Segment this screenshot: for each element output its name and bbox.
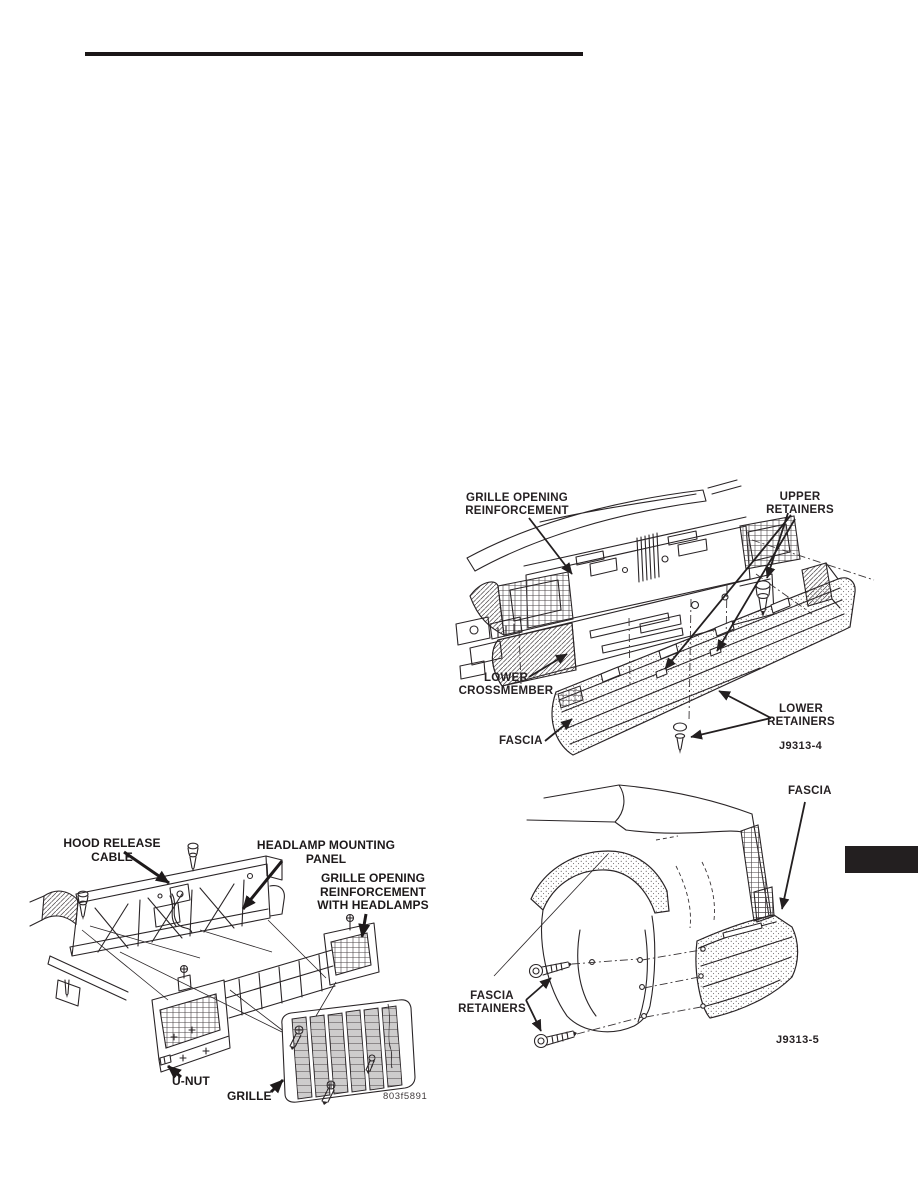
figure-code-803f5891: 803f5891 bbox=[383, 1091, 428, 1102]
figure-code-j9313-4: J9313-4 bbox=[779, 740, 823, 752]
section-rule bbox=[85, 52, 583, 56]
label-headlamp-mounting-panel: HEADLAMP MOUNTING PANEL bbox=[256, 838, 396, 866]
fascia-retainer-screw-lower bbox=[533, 1030, 577, 1049]
grille-bolt-upper bbox=[289, 1025, 304, 1050]
label-hood-release-cable: HOOD RELEASE CABLE bbox=[63, 836, 161, 864]
label-fascia-bumper: FASCIA bbox=[499, 735, 543, 747]
label-fascia-retainers: FASCIA RETAINERS bbox=[458, 990, 526, 1015]
grille-bolt-small bbox=[365, 1054, 376, 1074]
figure-code-j9313-5: J9313-5 bbox=[776, 1034, 820, 1046]
label-grille-opening-reinforcement: GRILLE OPENING REINFORCEMENT bbox=[465, 492, 569, 517]
grille-segments bbox=[291, 1005, 403, 1100]
label-lower-crossmember: LOWER CROSSMEMBER bbox=[458, 672, 554, 697]
label-grille: GRILLE bbox=[227, 1089, 272, 1103]
fender-fascia-diagram bbox=[493, 784, 806, 1049]
grille-bolt-lower bbox=[321, 1080, 336, 1105]
label-grille-opening-reinforcement-with-headlamps: GRILLE OPENING REINFORCEMENT WITH HEADLA… bbox=[317, 871, 429, 912]
label-upper-retainers: UPPER RETAINERS bbox=[766, 491, 834, 516]
page-edge-tab bbox=[845, 846, 918, 873]
label-fascia-fender: FASCIA bbox=[788, 785, 832, 797]
label-u-nut: U-NUT bbox=[172, 1074, 210, 1088]
support-screw-top bbox=[187, 842, 199, 872]
bumper-fascia-diagram bbox=[455, 479, 875, 756]
support-screw-left bbox=[77, 890, 89, 920]
fascia-retainer-screw-upper bbox=[528, 961, 572, 979]
lower-retainer-pin bbox=[672, 722, 688, 754]
label-lower-retainers: LOWER RETAINERS bbox=[767, 703, 835, 728]
u-nut-clip bbox=[159, 1054, 172, 1066]
grille-reinforcement-diagram bbox=[29, 842, 416, 1105]
